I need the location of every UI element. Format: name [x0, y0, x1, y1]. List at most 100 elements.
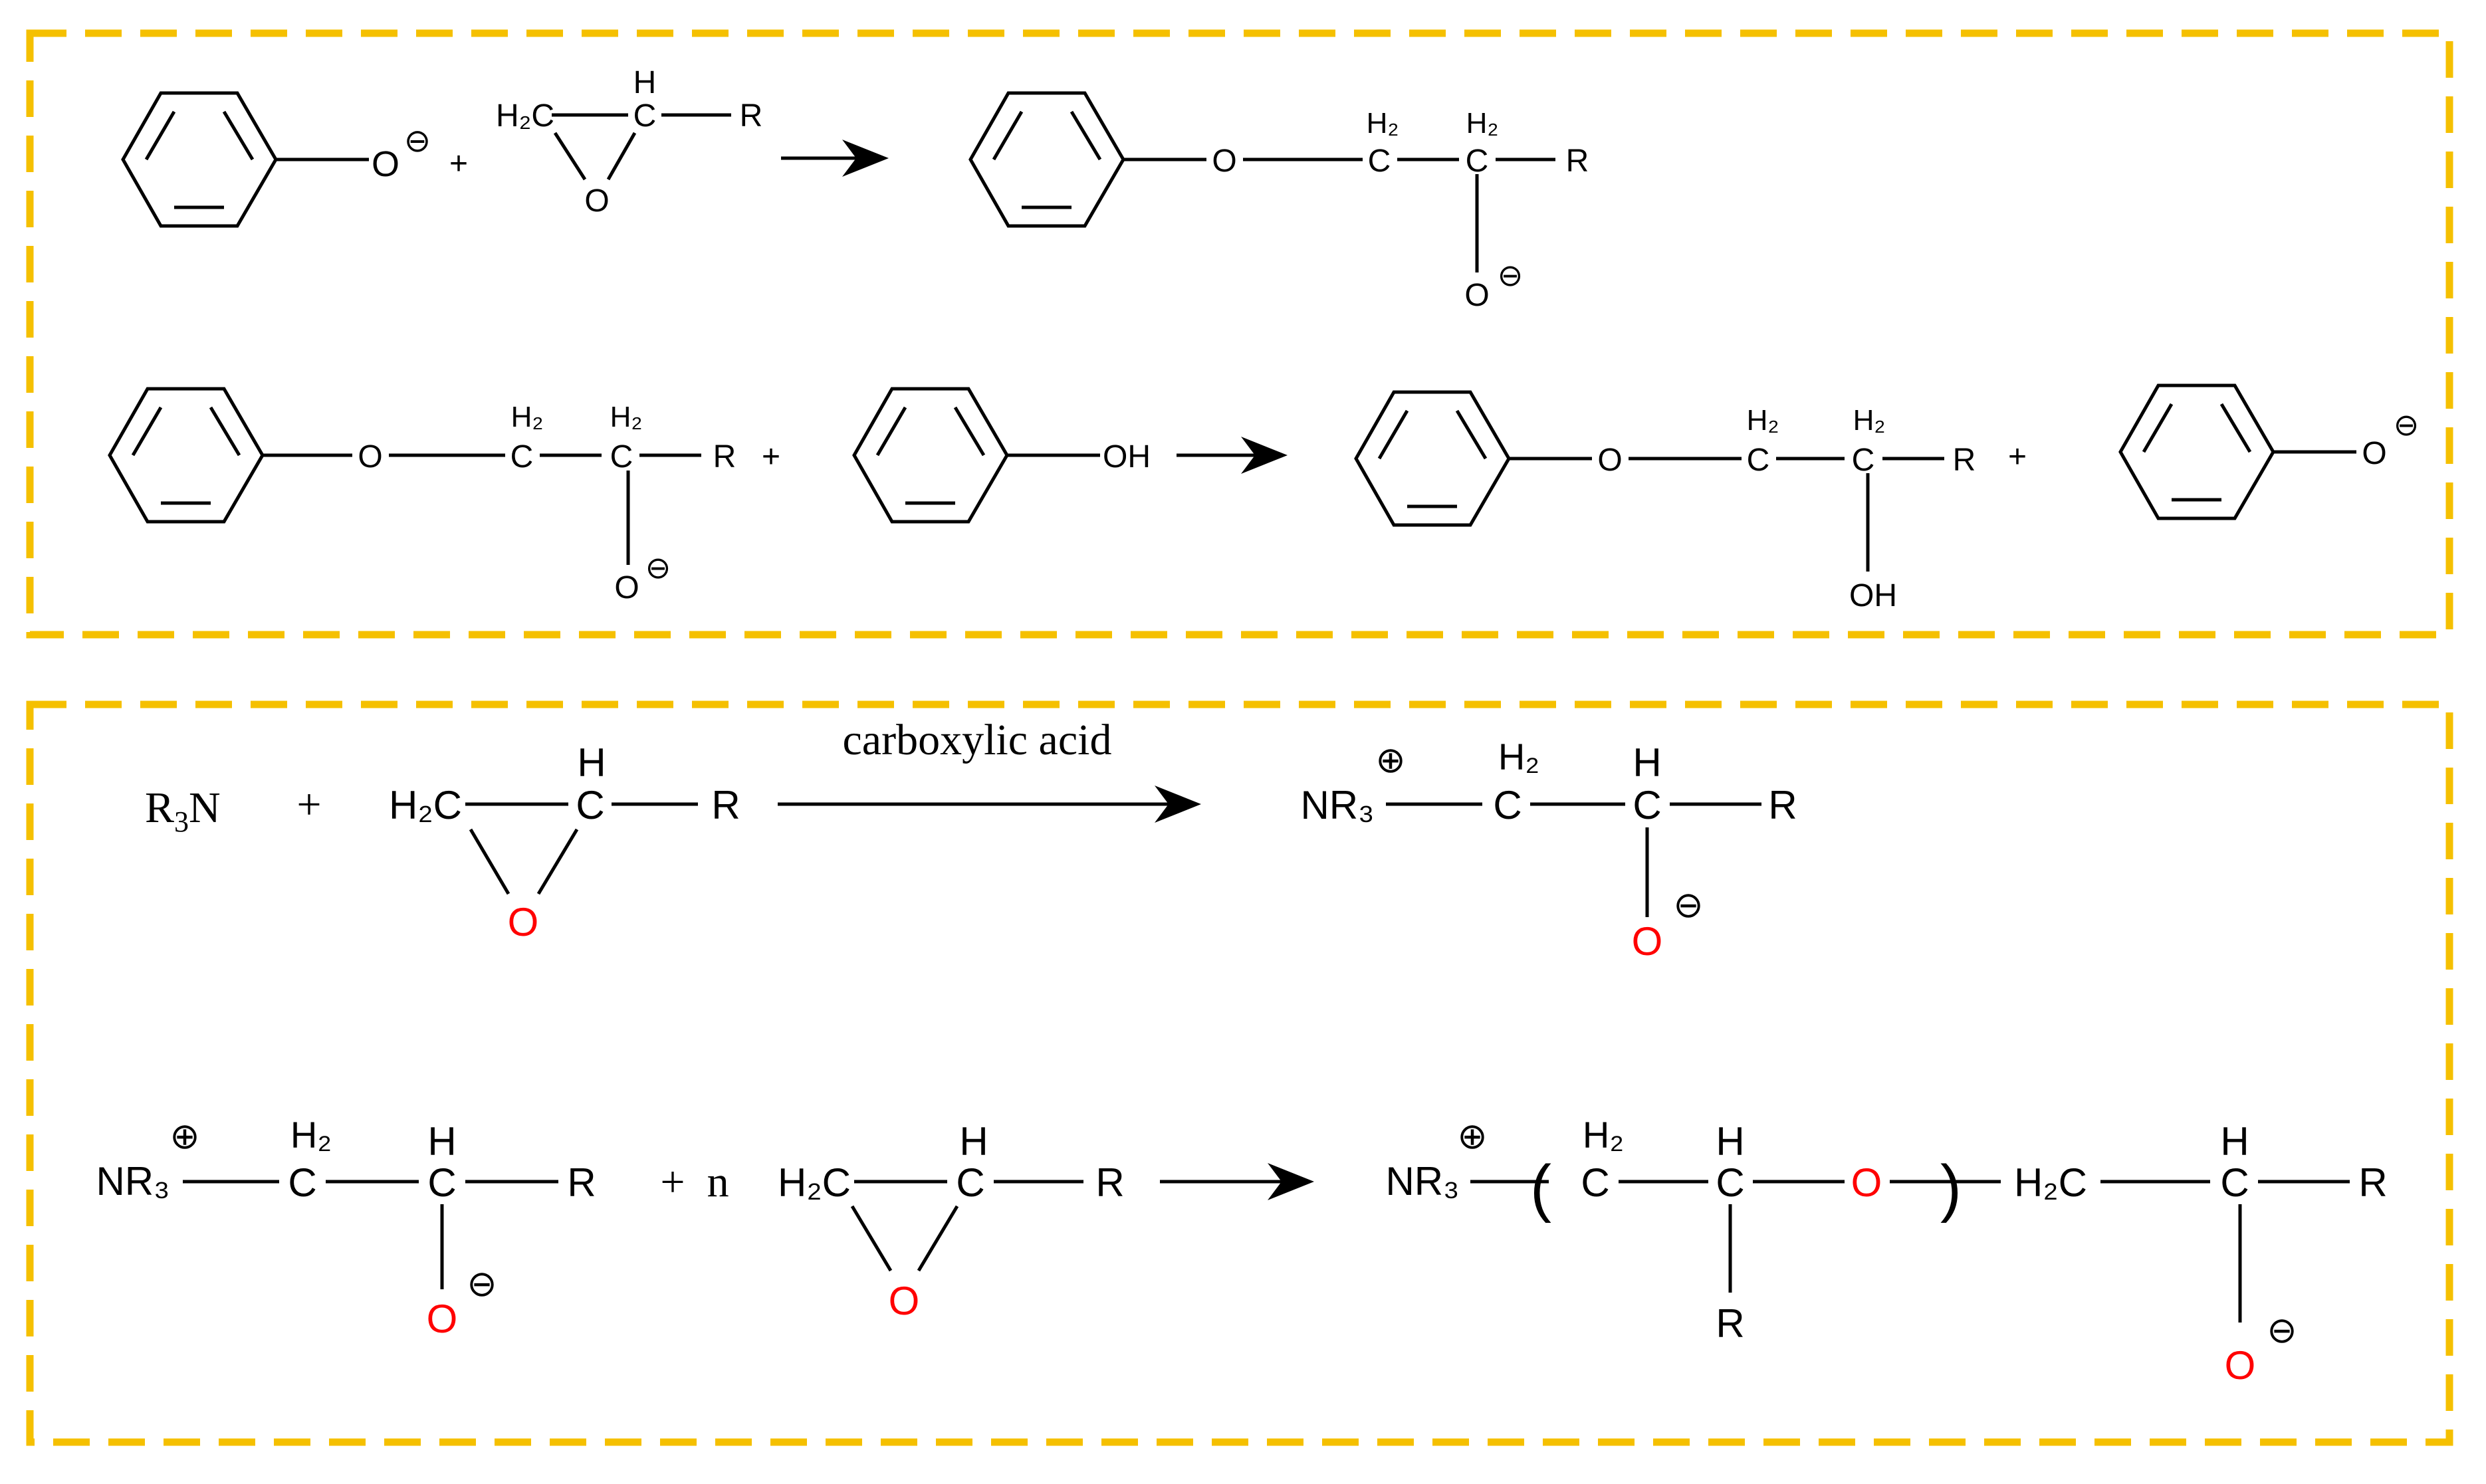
ch2-b-h2: H₂: [610, 401, 643, 433]
alkoxide-oxygen: O: [2225, 1343, 2256, 1388]
ether-oxygen: O: [358, 439, 382, 475]
ch2-c: C: [1493, 783, 1522, 827]
amine-n: N: [189, 784, 221, 832]
alkoxide-oxygen: O: [427, 1297, 458, 1341]
panel-amine-epoxy-border: [26, 700, 2453, 1446]
terminal-ch-c: C: [2220, 1160, 2249, 1205]
alcohol-product: O H₂ C H₂ C R OH: [1354, 390, 1976, 613]
negative-charge-icon: ⊖: [467, 1264, 497, 1304]
epoxide-r: R: [740, 98, 763, 134]
plus-sign: +: [2008, 439, 2027, 475]
plus-charge-icon: ⊕: [1457, 1116, 1487, 1156]
epoxide-h: H: [633, 65, 657, 100]
epoxide-reactant: H₂C H C R O: [389, 740, 740, 944]
amine-subscript: 3: [174, 805, 189, 838]
ch2-b-h2: H₂: [1853, 404, 1886, 437]
product-r: R: [1566, 144, 1589, 179]
phenoxide-oxygen: O: [2362, 436, 2386, 471]
negative-charge-icon: ⊖: [1498, 258, 1524, 292]
reactant-r: R: [713, 439, 736, 475]
negative-charge-icon: ⊖: [2267, 1311, 2297, 1350]
plus-charge-icon: ⊕: [170, 1116, 199, 1156]
epoxide-oxygen: O: [508, 900, 539, 944]
epoxide-c: C: [576, 783, 604, 827]
ch2-b-c: C: [1852, 443, 1875, 478]
epoxide-c: C: [956, 1160, 984, 1205]
ch2-b-c: C: [610, 439, 633, 475]
terminal-ch-h: H: [2220, 1119, 2249, 1164]
epoxide-h2c: H₂C: [389, 783, 462, 827]
epoxide-reactant-n: H₂C H C R O: [778, 1119, 1125, 1323]
product-r: R: [1768, 783, 1797, 827]
negative-charge-icon: ⊖: [645, 550, 671, 585]
epoxide-r: R: [711, 783, 740, 827]
polyether-product: ⊕ NR₃ ( H₂ C H C R O ) H₂C H C R O ⊖: [1385, 1114, 2387, 1388]
svg-text:R3N: R3N: [145, 784, 221, 838]
ammonium-nr3: NR₃: [1385, 1159, 1459, 1204]
epoxide-oxygen: O: [889, 1279, 920, 1323]
alkoxide-product-1: O H₂ C H₂ C R O ⊖: [968, 91, 1589, 313]
ch-h: H: [1716, 1119, 1744, 1164]
phenol: OH: [852, 387, 1151, 524]
phenoxide-ion: O ⊖: [121, 91, 431, 228]
epoxide-h: H: [959, 1119, 988, 1164]
negative-charge-icon: ⊖: [404, 124, 431, 159]
hydroxyl-group: OH: [1103, 439, 1151, 475]
plus-charge-icon: ⊕: [1375, 740, 1405, 780]
ch2-a-h2: H₂: [1747, 404, 1779, 437]
plus-sign: +: [762, 439, 780, 475]
ch2-c: C: [1581, 1160, 1609, 1205]
negative-charge-icon: ⊖: [1673, 885, 1703, 925]
ch2-a-h2: H₂: [1367, 107, 1399, 140]
epoxide-r: R: [1095, 1160, 1124, 1205]
phenoxide-oxygen: O: [372, 144, 399, 184]
branch-r: R: [1716, 1301, 1744, 1346]
tertiary-amine: R3N: [145, 784, 221, 838]
ch2-h2: H₂: [290, 1114, 332, 1156]
ch2-c: C: [288, 1160, 316, 1205]
ether-oxygen: O: [1212, 144, 1236, 179]
phenoxide-ion-regenerated: O ⊖: [2118, 383, 2420, 520]
epoxide-h2c: H₂C: [496, 98, 554, 134]
epoxide-h: H: [577, 740, 606, 785]
zwitterion-product: ⊕ NR₃ H₂ C H C R O ⊖: [1300, 736, 1797, 964]
ch2-b-h2: H₂: [1466, 107, 1499, 140]
ch-h: H: [1633, 740, 1661, 785]
hydroxyl-group: OH: [1849, 578, 1897, 613]
ch-c: C: [1716, 1160, 1744, 1205]
alkoxide-oxygen: O: [1464, 278, 1489, 313]
alkoxide-oxygen: O: [614, 570, 639, 605]
repeat-unit-open-bracket: (: [1530, 1152, 1551, 1223]
epoxide-c: C: [633, 98, 657, 134]
terminal-h2c: H₂C: [2014, 1160, 2087, 1205]
ch2-h2: H₂: [1583, 1114, 1624, 1156]
negative-charge-icon: ⊖: [2394, 407, 2420, 442]
ch-h: H: [427, 1119, 456, 1164]
ammonium-nr3: NR₃: [1300, 783, 1374, 827]
ether-oxygen: O: [1597, 443, 1622, 478]
ch2-a-c: C: [1747, 443, 1770, 478]
ch-c: C: [427, 1160, 456, 1205]
ch2-b-c: C: [1466, 144, 1489, 179]
amine-r: R: [145, 784, 174, 832]
chain-ether-oxygen: O: [1851, 1160, 1882, 1205]
alkoxide-oxygen: O: [1632, 919, 1663, 964]
arrow-label: carboxylic acid: [843, 716, 1112, 764]
panel-phenol-epoxy-border: [26, 29, 2453, 639]
epoxide-h2c: H₂C: [778, 1160, 851, 1205]
ch2-a-c: C: [510, 439, 534, 475]
epoxide-oxygen: O: [584, 183, 609, 219]
plus-n-coefficient: + n: [660, 1158, 729, 1206]
epoxide-reactant-small: H₂C H C R O: [496, 65, 762, 219]
ch2-a-h2: H₂: [511, 401, 544, 433]
plus-sign: +: [296, 780, 321, 829]
alkoxide-reactant: O H₂ C H₂ C R O ⊖: [108, 387, 736, 605]
ch-c: C: [1633, 783, 1661, 827]
benzene-ring: [121, 91, 278, 228]
product-r: R: [2358, 1160, 2387, 1205]
zwitterion-reactant: ⊕ NR₃ H₂ C H C R O ⊖: [96, 1114, 596, 1341]
reactant-r: R: [567, 1160, 596, 1205]
product-r: R: [1953, 443, 1976, 478]
plus-sign: +: [449, 146, 468, 181]
